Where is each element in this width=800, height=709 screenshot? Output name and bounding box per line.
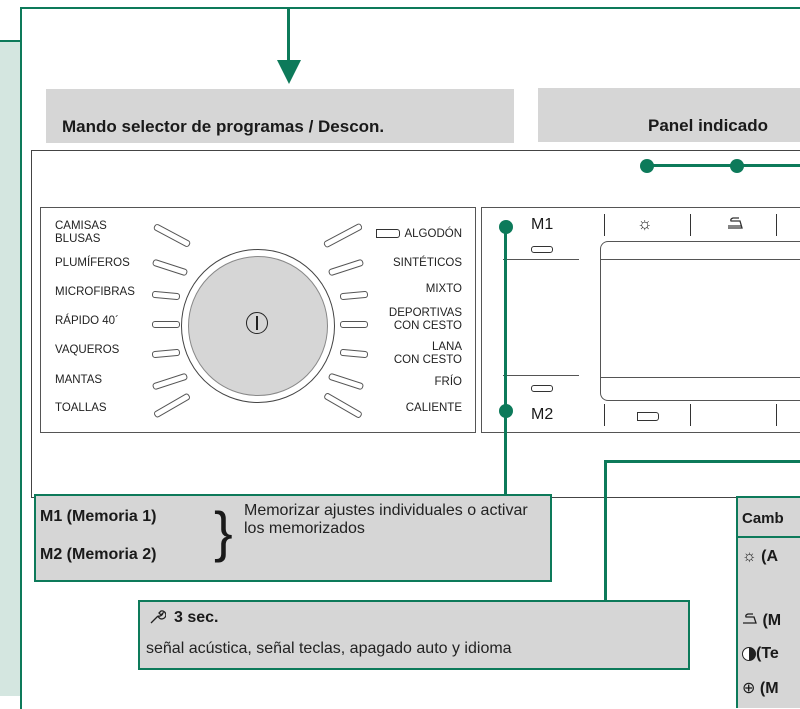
display-divider (503, 259, 579, 260)
display-screen-bottom-bar (601, 377, 800, 378)
m2-button[interactable] (531, 385, 553, 392)
iron-icon (725, 215, 745, 234)
program-plumiferos[interactable]: PLUMÍFEROS (55, 257, 130, 269)
display-screen-top-bar (601, 241, 800, 260)
memory-description: Memorizar ajustes individuales o activar… (244, 502, 528, 537)
rect-icon[interactable] (637, 412, 659, 421)
selector-header-text: Mando selector de programas / Descon. (62, 117, 385, 136)
program-rapido[interactable]: RÁPIDO 40´ (55, 315, 119, 327)
program-algodon-label: ALGODÓN (404, 228, 462, 240)
rect-icon (376, 229, 401, 239)
indicator-connector (646, 164, 800, 167)
outer-frame (20, 7, 800, 709)
program-mantas[interactable]: MANTAS (55, 374, 103, 386)
program-microfibras[interactable]: MICROFIBRAS (55, 286, 135, 298)
ray-right-4 (340, 321, 368, 328)
right-row-3: (Te (742, 645, 779, 663)
program-sinteticos[interactable]: SINTÉTICOS (392, 257, 462, 269)
m2-label: M2 (531, 406, 554, 423)
power-icon (246, 312, 268, 334)
separator (604, 404, 605, 426)
arrow-shaft (287, 8, 290, 64)
separator (604, 214, 605, 236)
m1-button[interactable] (531, 246, 553, 253)
program-dial[interactable] (181, 249, 335, 403)
program-lana[interactable]: LANA CON CESTO (393, 341, 462, 366)
wrench-icon (148, 608, 167, 631)
sun-icon: ☼ (742, 548, 757, 565)
program-vaqueros[interactable]: VAQUEROS (55, 344, 120, 356)
timer-icon (742, 646, 756, 661)
left-side-panel (0, 40, 22, 696)
brace-icon: } (214, 500, 233, 563)
sun-icon: ☼ (637, 214, 653, 233)
iron-icon (742, 612, 758, 630)
program-deportivas[interactable]: DEPORTIVAS CON CESTO (388, 307, 462, 332)
program-algodon[interactable]: ALGODÓN (376, 228, 462, 241)
memory-info-box: M1 (Memoria 1) M2 (Memoria 2) } Memoriza… (34, 494, 552, 582)
right-row-1-label: (A (761, 548, 779, 565)
settings-description: señal acústica, señal teclas, apagado au… (146, 640, 512, 657)
right-row-4: ⊕ (M (742, 678, 779, 698)
program-mixto[interactable]: MIXTO (425, 283, 462, 295)
m2-memory-label: M2 (Memoria 2) (40, 546, 157, 563)
right-info-box: Camb ☼ (A (M (Te ⊕ (M (736, 496, 800, 708)
right-row-2: (M (742, 612, 781, 630)
ray-left-4 (152, 321, 180, 328)
display-divider-2 (503, 375, 579, 376)
panel-header-text: Panel indicado (648, 116, 768, 135)
right-box-divider (738, 536, 800, 538)
separator (690, 404, 691, 426)
settings-info-box: 3 sec. señal acústica, señal teclas, apa… (138, 600, 690, 670)
settings-title: 3 sec. (174, 609, 219, 626)
indicator-dot-2 (730, 159, 744, 173)
right-row-1: ☼ (A (742, 548, 778, 566)
m1-memory-label: M1 (Memoria 1) (40, 508, 157, 525)
program-toallas[interactable]: TOALLAS (55, 402, 107, 414)
separator (776, 404, 777, 426)
settings-connector-h (604, 460, 800, 463)
right-row-4-label: (M (759, 680, 779, 697)
program-caliente[interactable]: CALIENTE (405, 402, 462, 414)
right-box-header: Camb (742, 510, 784, 527)
right-row-2-label: (M (762, 612, 782, 630)
right-row-3-label: (Te (756, 645, 779, 662)
program-camisas[interactable]: CAMISAS BLUSAS (55, 220, 107, 245)
separator (690, 214, 691, 236)
display-screen (600, 241, 800, 401)
panel-header: Panel indicado (538, 88, 800, 142)
memory-connector (504, 226, 507, 494)
arrow-head-icon (277, 60, 301, 84)
plus-circle-icon: ⊕ (742, 680, 756, 697)
settings-connector-v (604, 460, 607, 600)
separator (776, 214, 777, 236)
selector-header: Mando selector de programas / Descon. (46, 88, 514, 143)
m1-label: M1 (531, 216, 554, 233)
program-frio[interactable]: FRÍO (434, 376, 462, 388)
indicator-dot-1 (640, 159, 654, 173)
